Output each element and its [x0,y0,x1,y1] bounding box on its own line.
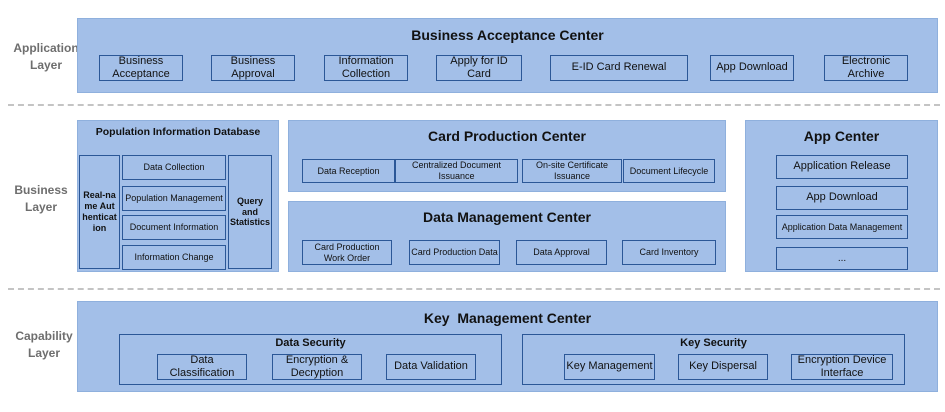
population-information-database: Population Information Database Real-nam… [77,120,279,272]
query-and-statistics-box[interactable]: Query and Statistics [228,155,272,269]
document-lifecycle-box[interactable]: Document Lifecycle [623,159,715,183]
data-validation-box[interactable]: Data Validation [386,354,476,380]
on-site-certificate-issuance-box[interactable]: On-site Certificate Issuance [522,159,622,183]
capability-layer-label: Capability Layer [15,329,73,360]
card-production-center-title: Card Production Center [428,128,586,144]
data-management-center: Data Management Center Card Production W… [288,201,726,272]
application-business-divider [8,104,940,106]
key-management-center: Key Management Center Data Security Data… [77,301,938,392]
centralized-document-issuance-box[interactable]: Centralized Document Issuance [395,159,518,183]
key-security-title: Key Security [680,337,747,349]
application-release-box[interactable]: Application Release [776,155,908,179]
key-security-panel: Key Security Key Management Key Dispersa… [522,334,905,385]
key-dispersal-box[interactable]: Key Dispersal [678,354,768,380]
key-management-center-title: Key Management Center [423,310,592,326]
app-center-more-box[interactable]: ... [776,247,908,270]
data-security-title: Data Security [275,337,346,349]
business-acceptance-center-title: Business Acceptance Center [411,27,604,43]
population-db-title: Population Information Database [95,126,261,138]
information-change-box[interactable]: Information Change [122,245,226,270]
electronic-archive-box[interactable]: Electronic Archive [824,55,908,81]
app-center: App Center Application Release App Downl… [745,120,938,272]
app-center-title: App Center [803,128,880,144]
business-capability-divider [8,288,940,290]
e-id-card-renewal-box[interactable]: E-ID Card Renewal [550,55,688,81]
application-data-management-box[interactable]: Application Data Management [776,215,908,239]
document-information-box[interactable]: Document Information [122,215,226,240]
card-inventory-box[interactable]: Card Inventory [622,240,716,265]
card-production-work-order-box[interactable]: Card Production Work Order [302,240,392,265]
data-approval-box[interactable]: Data Approval [516,240,607,265]
data-classification-box[interactable]: Data Classification [157,354,247,380]
apply-for-id-card-box[interactable]: Apply for ID Card [436,55,522,81]
encryption-decryption-box[interactable]: Encryption & Decryption [272,354,362,380]
business-layer-label: Business Layer [14,183,68,214]
data-security-panel: Data Security Data Classification Encryp… [119,334,502,385]
business-acceptance-center: Business Acceptance Center Business Acce… [77,18,938,93]
population-management-box[interactable]: Population Management [122,186,226,211]
app-center-app-download-box[interactable]: App Download [776,186,908,210]
business-approval-box[interactable]: Business Approval [211,55,295,81]
key-management-box[interactable]: Key Management [564,354,655,380]
data-collection-box[interactable]: Data Collection [122,155,226,180]
application-layer-label: Application Layer [13,41,79,72]
data-management-center-title: Data Management Center [422,209,592,225]
encryption-device-interface-box[interactable]: Encryption Device Interface [791,354,893,380]
card-production-data-box[interactable]: Card Production Data [409,240,500,265]
card-production-center: Card Production Center Data Reception Ce… [288,120,726,192]
business-acceptance-box[interactable]: Business Acceptance [99,55,183,81]
app-download-box[interactable]: App Download [710,55,794,81]
information-collection-box[interactable]: Information Collection [324,55,408,81]
real-name-authentication-box[interactable]: Real-name Authentication [79,155,120,269]
data-reception-box[interactable]: Data Reception [302,159,395,183]
